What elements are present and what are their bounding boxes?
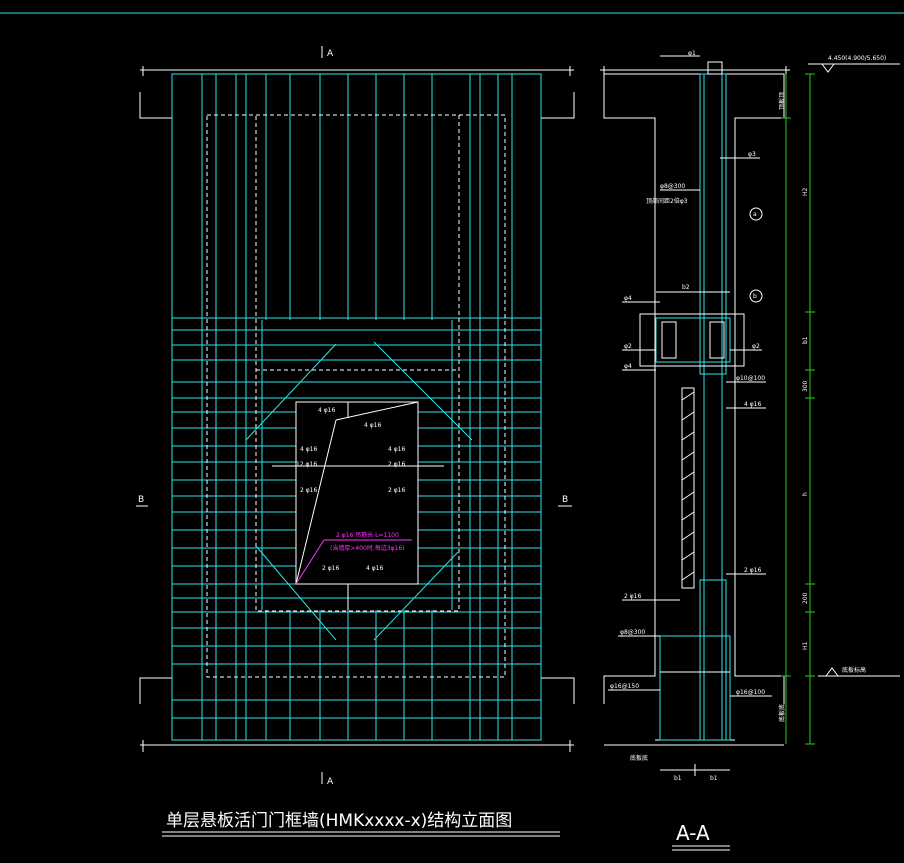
dashed-outline-inner (255, 114, 460, 612)
elevation-view: A A B B (136, 46, 575, 787)
dim-b1-a: b1 (674, 775, 682, 782)
opening-fill (297, 403, 417, 583)
horizontal-rebars (172, 317, 541, 719)
spacing2: φ10@100 (736, 375, 765, 382)
ref-circle-b (749, 289, 763, 303)
spacing3: φ8@300 (620, 629, 645, 636)
phi4-bot: φ4 (624, 363, 632, 370)
section-left-outline (603, 92, 656, 704)
spacing4: φ16@150 (610, 683, 639, 690)
stirrup-label: φ3 (748, 151, 756, 158)
diagonal-bar (373, 341, 473, 441)
phi2-right: φ2 (752, 343, 760, 350)
rebar-label: 2 φ16 (300, 487, 318, 494)
bottom-slab-outline (139, 677, 575, 741)
tie-note: 顶部间距2倍φ3 (646, 197, 688, 205)
hatch (681, 551, 695, 561)
section-top-outline (603, 73, 785, 92)
hatch (681, 531, 695, 541)
opening-edge (296, 401, 349, 418)
spacing-label: φ8@300 (660, 183, 685, 190)
dim-b1: b1 (802, 336, 809, 344)
top-elevation: 4.450(4.900/5.650) (828, 55, 886, 62)
top-slab-outline (139, 73, 575, 119)
cut-b-right-label: B (562, 495, 568, 505)
bars-2a: 2 φ16 (744, 567, 762, 574)
beam-inner (709, 321, 725, 359)
bottom-left-tag: 底板底 (630, 754, 648, 762)
diagonal-bar (255, 545, 337, 641)
hatch (681, 511, 695, 521)
hatch (681, 391, 695, 401)
phi4-top: φ4 (624, 295, 632, 302)
dim-h1: H1 (802, 641, 809, 650)
rebar-label: 4 φ16 (318, 407, 336, 414)
rebar-label: 4 φ16 (300, 446, 318, 453)
dim-h: h (802, 492, 809, 496)
dim-300: 300 (802, 380, 809, 392)
dim-200: 200 (802, 592, 809, 604)
opening-slant (335, 401, 419, 421)
hatch (681, 471, 695, 481)
ref-circle-a (749, 207, 763, 221)
dim-h2: H2 (802, 187, 809, 196)
rebar-label: 4 φ16 (366, 565, 384, 572)
section-a-a-view: φ1 4.450(4.900/5.650) (600, 50, 900, 782)
hatch (681, 451, 695, 461)
ref-a: a (753, 211, 757, 218)
elev-mark (825, 667, 839, 677)
opening-slant (295, 419, 337, 585)
dim-b1-b: b1 (710, 775, 718, 782)
ref-b: b (753, 293, 757, 300)
tag-top: 顶板顶 (778, 92, 786, 110)
beam-cage (655, 317, 731, 363)
elev-mark (821, 63, 835, 73)
door-leaf (681, 387, 695, 589)
door-leaf-hatch (681, 391, 695, 581)
rebar-label: 4 φ16 (364, 422, 382, 429)
section-title: A-A (676, 821, 710, 845)
rebar-label: 2 φ16 (388, 461, 406, 468)
dim-chain-ticks (805, 73, 815, 745)
drawing-title: 单层悬板活门门框墙(HMKxxxx-x)结构立面图 (166, 811, 512, 831)
base-block-cage (659, 635, 731, 741)
rebar-label: 2 φ16 (388, 487, 406, 494)
door-opening (295, 401, 419, 585)
hanger-bar-note-2: (当墙厚>400时,每边3φ16) (330, 544, 404, 552)
wall-outline (171, 73, 542, 741)
tag-mid: 底板标高 (842, 666, 866, 674)
spacing5: φ16@100 (736, 689, 765, 696)
bars-4: 4 φ16 (744, 401, 762, 408)
hatch (681, 571, 695, 581)
hanger-bar-note: 2 φ16 吊筋长 L=1100 (336, 531, 399, 539)
rebar-label: 4 φ16 (388, 446, 406, 453)
beam-inner (661, 321, 677, 359)
hatch (681, 411, 695, 421)
beam-outline (639, 313, 745, 367)
cut-b-left-label: B (138, 495, 144, 505)
top-rebar-cap (707, 61, 723, 75)
rebar-label: 2 φ16 (322, 565, 340, 572)
phi2-left: φ2 (624, 343, 632, 350)
vertical-rebars (201, 74, 513, 740)
cut-a-top-label: A (327, 49, 334, 59)
bars-2b: 2 φ16 (624, 593, 642, 600)
diagonal-bar (245, 343, 337, 441)
hatch (681, 491, 695, 501)
dashed-outline-outer (206, 114, 506, 678)
section-right-outline (734, 92, 785, 704)
note-leader (295, 539, 325, 585)
tag-bottom: 底板底 (778, 704, 786, 722)
dim-b2-label: b2 (682, 284, 690, 291)
cut-a-bottom-label: A (327, 777, 334, 787)
dim-chain-inner-ticks (781, 117, 791, 677)
top-bar-label: φ1 (688, 50, 696, 57)
rebar-label: 12 φ16 (296, 461, 317, 468)
hatch (681, 431, 695, 441)
diagonal-bar (373, 551, 459, 641)
